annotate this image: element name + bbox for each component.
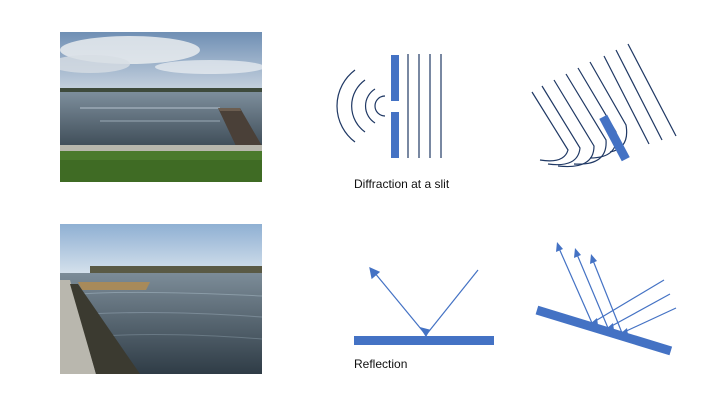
lake-seawall-photo bbox=[60, 224, 262, 374]
lake-jetty-photo bbox=[60, 32, 262, 182]
diffraction-caption: Diffraction at a slit bbox=[354, 177, 450, 191]
mirror-tilted bbox=[535, 305, 673, 356]
tilted-reflection-diagram bbox=[535, 242, 677, 356]
slit-barrier-bottom bbox=[391, 112, 399, 158]
reflection-caption: Reflection bbox=[354, 357, 408, 371]
diffraction-obstacle-diagram bbox=[531, 43, 677, 168]
obstacle-bar bbox=[599, 114, 630, 162]
diffraction-slit-diagram bbox=[336, 54, 442, 158]
mirror-flat bbox=[354, 336, 494, 345]
slit-barrier-top bbox=[391, 55, 399, 101]
reflection-diagram bbox=[354, 266, 494, 345]
